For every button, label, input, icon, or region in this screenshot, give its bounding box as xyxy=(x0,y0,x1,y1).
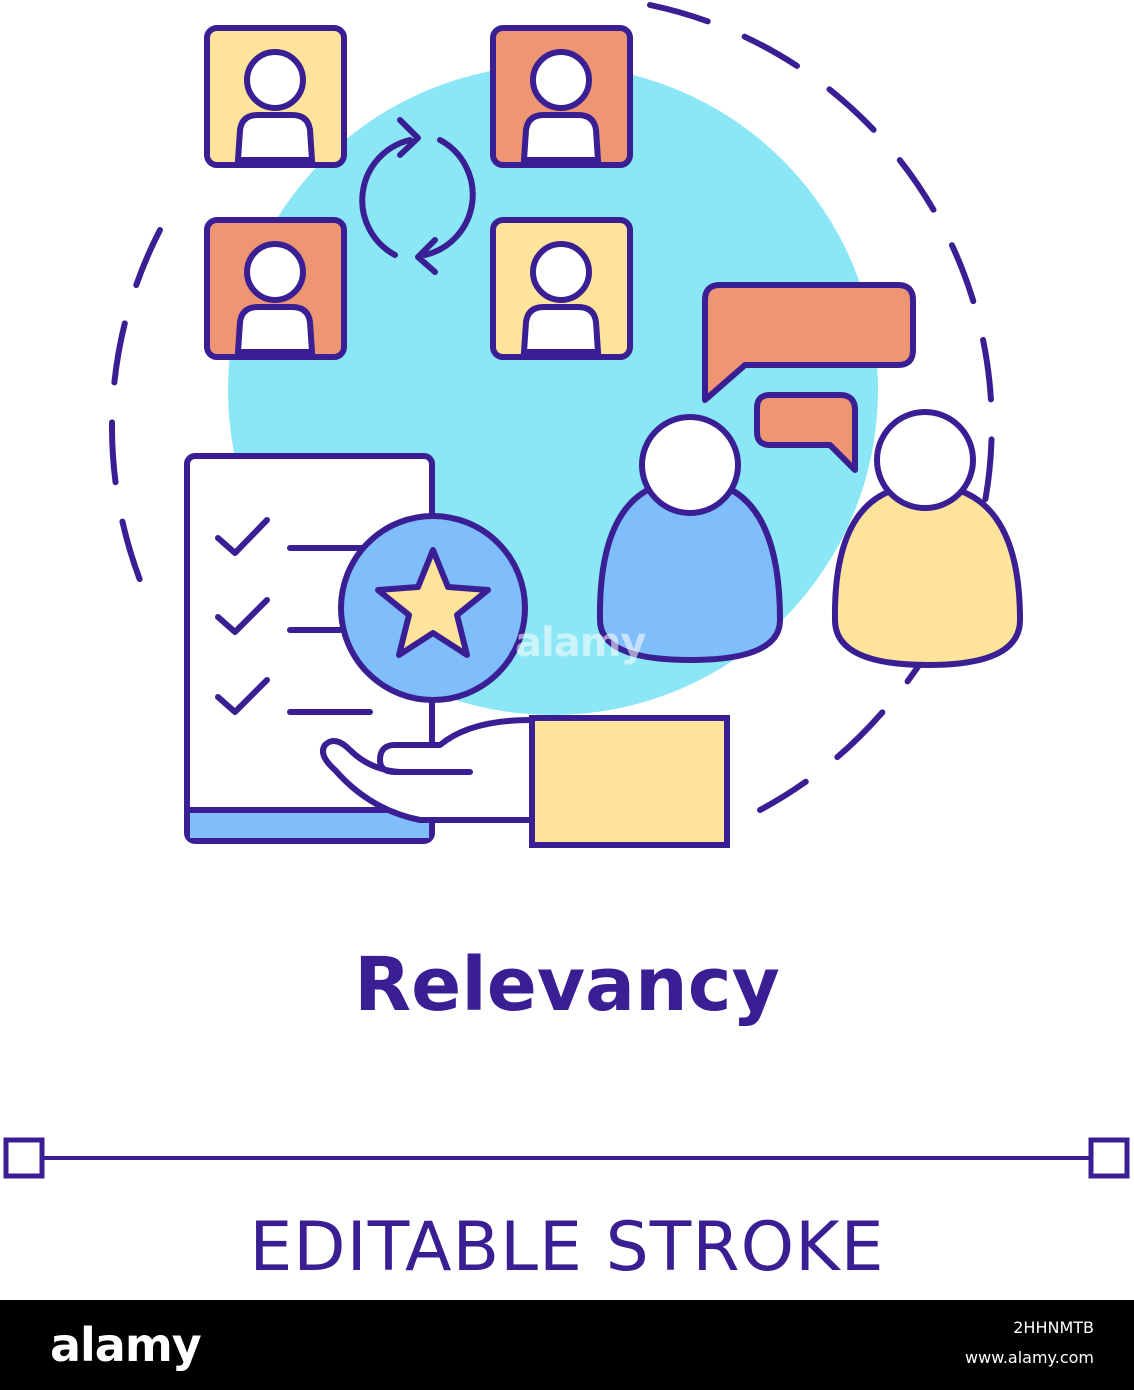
person-icon xyxy=(596,414,784,664)
hand-icon xyxy=(320,715,730,848)
dashed-circle-arc xyxy=(647,2,995,718)
person-icon xyxy=(831,409,1024,669)
site-url: www.alamy.com xyxy=(965,1348,1094,1367)
icon-title: Relevancy xyxy=(354,942,780,1028)
dashed-circle-arc-left xyxy=(109,227,163,583)
profile-card-icon xyxy=(490,217,633,360)
footer-logo: alamy xyxy=(50,1318,202,1372)
stroke-handle-left xyxy=(3,1137,45,1179)
watermark-text: alamy xyxy=(515,620,646,666)
editable-stroke-label: EDITABLE STROKE xyxy=(249,1208,885,1287)
speech-bubble-icon xyxy=(702,282,916,403)
relevancy-icon-illustration xyxy=(3,2,1130,1179)
refresh-arrows-icon xyxy=(359,117,476,275)
profile-card-icon xyxy=(490,25,633,168)
star-badge-icon xyxy=(338,513,528,703)
profile-card-icon xyxy=(204,217,347,360)
image-id: 2HHNMTB xyxy=(1013,1318,1094,1337)
profile-card-icon xyxy=(204,25,347,168)
stock-footer-bar: alamy 2HHNMTB www.alamy.com xyxy=(0,1300,1134,1390)
stroke-handle-right xyxy=(1088,1137,1130,1179)
speech-bubble-icon xyxy=(754,392,858,473)
dashed-circle-arc-bottom xyxy=(757,712,883,813)
editable-stroke-line xyxy=(3,1137,1130,1179)
